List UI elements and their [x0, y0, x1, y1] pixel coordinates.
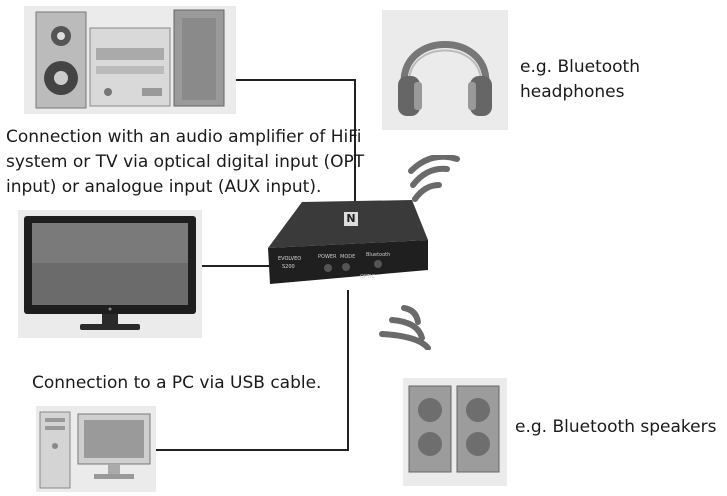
right-speaker	[456, 385, 500, 473]
left-speaker	[408, 385, 452, 473]
hifi-left-speaker	[35, 11, 87, 109]
hifi-system-image	[24, 6, 236, 114]
nfc-logo: N	[344, 212, 358, 226]
optic-port-label: OPTIC	[360, 274, 375, 280]
hifi-right-speaker	[173, 9, 225, 107]
bluetooth-wave-upper-icon	[408, 155, 460, 202]
device-brand: EVOLVEO	[278, 256, 302, 262]
bluetooth-transmitter-device: N EVOLVEO S200 POWER MODE Bluetooth OPTI…	[262, 198, 432, 290]
amplifier-connection-line-2: system or TV via optical digital input (…	[6, 152, 365, 172]
usb-cable	[156, 290, 349, 451]
hifi-cable	[236, 79, 356, 214]
bluetooth-wave-lower-icon	[379, 305, 431, 350]
bluetooth-status-label: Bluetooth	[366, 252, 391, 258]
tv-image	[18, 210, 202, 338]
amplifier-connection-line-1: Connection with an audio amplifier of Hi…	[6, 127, 362, 147]
pc-image	[36, 406, 156, 492]
pc-connection-label: Connection to a PC via USB cable.	[32, 373, 322, 393]
amplifier-connection-line-3: input) or analogue input (AUX input).	[6, 177, 322, 197]
hifi-main-unit	[89, 27, 171, 107]
headphones-label-line-2: headphones	[520, 82, 625, 102]
mode-button-label: MODE	[340, 254, 356, 260]
device-model: S200	[282, 264, 295, 270]
speakers-image	[403, 378, 507, 486]
headphones-image	[382, 10, 508, 130]
speakers-label: e.g. Bluetooth speakers	[515, 417, 717, 437]
headphones-label-line-1: e.g. Bluetooth	[520, 57, 640, 77]
power-button-label: POWER	[318, 254, 337, 260]
